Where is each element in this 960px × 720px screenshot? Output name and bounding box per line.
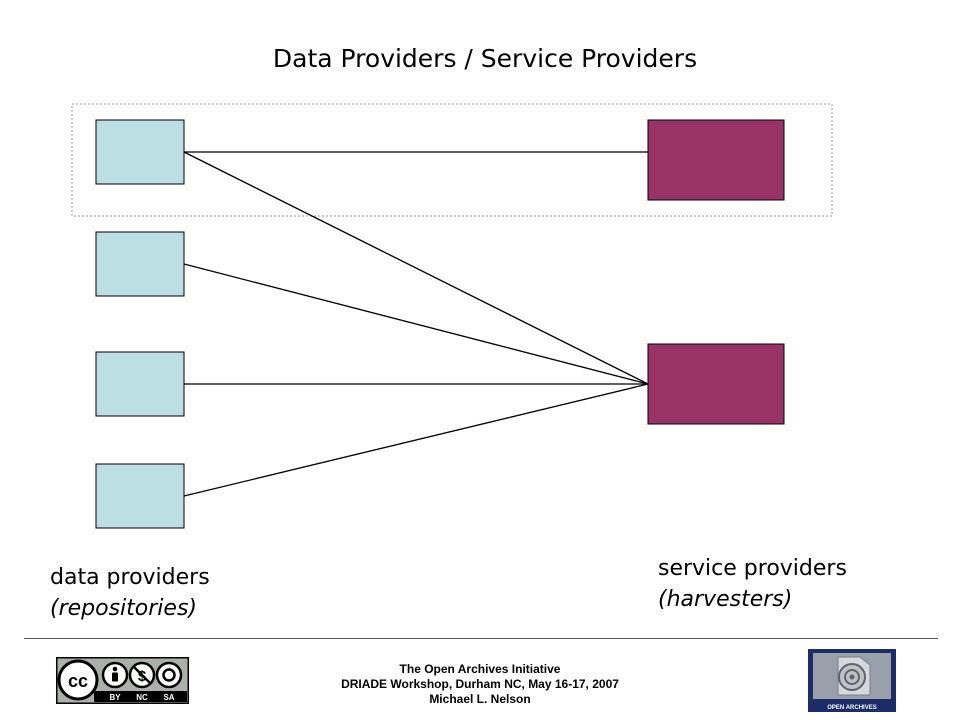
service-providers-label: service providers (harvesters) [658, 553, 847, 615]
svg-text:cc: cc [68, 671, 88, 691]
open-archives-logo: OPEN ARCHIVES [808, 649, 896, 712]
cc-icon: cc [57, 659, 99, 701]
data-provider-box [95, 463, 185, 529]
logo-text: OPEN ARCHIVES [827, 705, 876, 711]
service-provider-box [647, 343, 785, 425]
footer-divider [24, 638, 938, 639]
footer-organization: The Open Archives Initiative [399, 662, 561, 676]
data-providers-label: data providers (repositories) [50, 562, 210, 624]
sharealike-icon [155, 661, 183, 689]
service-providers-subcaption: (harvesters) [658, 587, 793, 612]
data-providers-subcaption: (repositories) [50, 596, 197, 621]
connector-dp2-sp2 [183, 263, 649, 385]
data-provider-box [95, 119, 185, 185]
cc-term-nc: NC [136, 693, 148, 702]
noncommercial-icon: $ [128, 661, 156, 689]
connector-dp1-sp2 [183, 151, 649, 385]
footer-event: DRIADE Workshop, Durham NC, May 16-17, 2… [341, 677, 619, 691]
data-provider-box [95, 351, 185, 417]
service-provider-box [647, 119, 785, 201]
highlight-frame [71, 103, 833, 217]
cc-term-sa: SA [163, 693, 174, 702]
connector-dp4-sp2 [183, 383, 649, 497]
service-providers-caption: service providers [658, 556, 847, 581]
data-providers-caption: data providers [50, 565, 210, 590]
data-provider-box [95, 231, 185, 297]
page-title: Data Providers / Service Providers [272, 44, 698, 73]
footer-credits: The Open Archives Initiative DRIADE Work… [0, 662, 960, 707]
footer-author: Michael L. Nelson [429, 692, 531, 706]
attribution-icon [101, 661, 129, 689]
cc-term-by: BY [109, 693, 121, 702]
cc-license-badge: cc $ BY NC SA [56, 657, 189, 704]
